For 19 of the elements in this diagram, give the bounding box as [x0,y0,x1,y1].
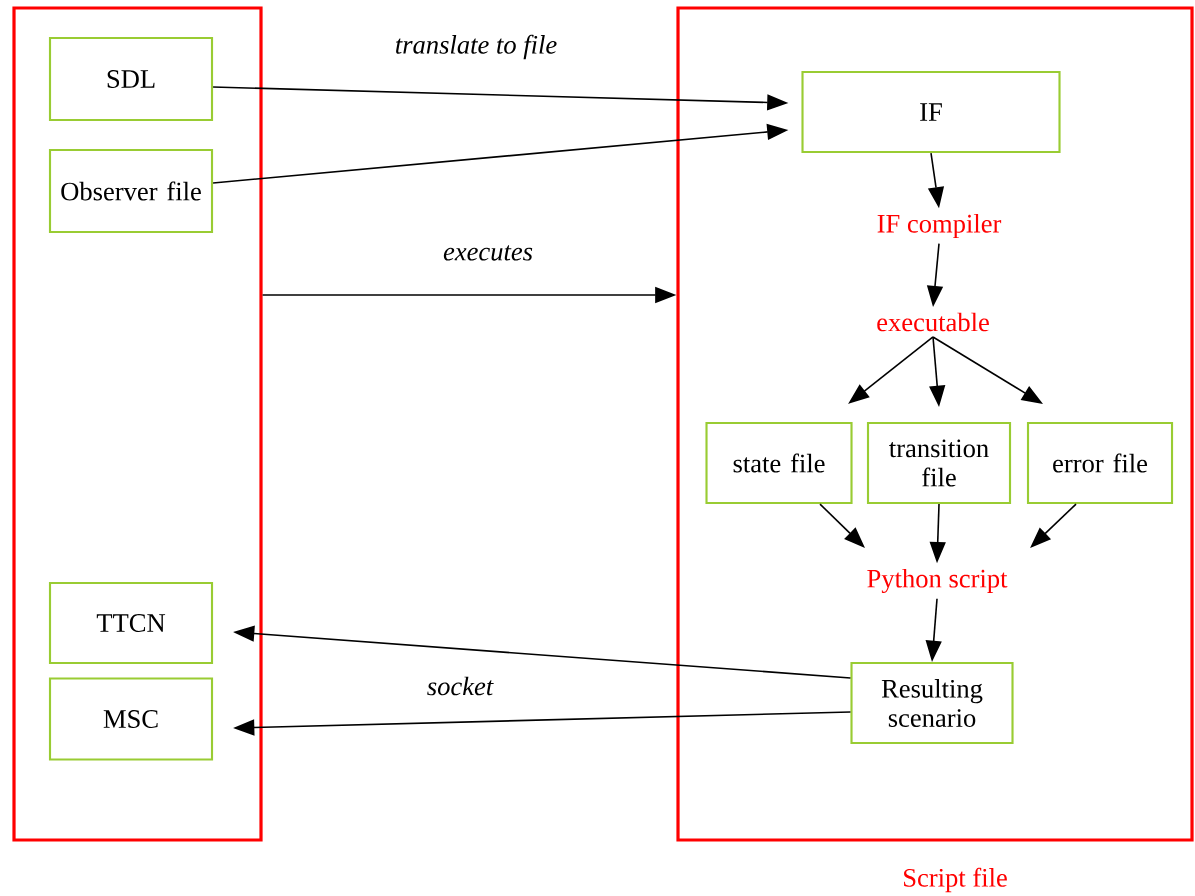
process-box: error file [1026,421,1174,505]
process-step: executable [877,312,989,332]
process-box: TTCN [48,581,214,665]
process-box: IF [801,70,1061,154]
process-step: IF compiler [877,213,1002,239]
process-step: Python script [867,568,1008,594]
process-box: state file [705,421,853,505]
process-box: transition file [866,421,1012,505]
process-box: MSC [48,677,214,761]
arrow [819,503,865,548]
edge-label: socket [425,675,495,697]
edge-label: translate to file [393,33,559,61]
arrow [1030,503,1077,548]
frame-box [12,6,263,842]
process-box: Resulting scenario [850,661,1014,745]
edge-label: executes [441,244,535,262]
process-box: Observer file [48,148,214,234]
frame-caption: Script file [904,867,1007,893]
process-box: SDL [48,36,214,122]
